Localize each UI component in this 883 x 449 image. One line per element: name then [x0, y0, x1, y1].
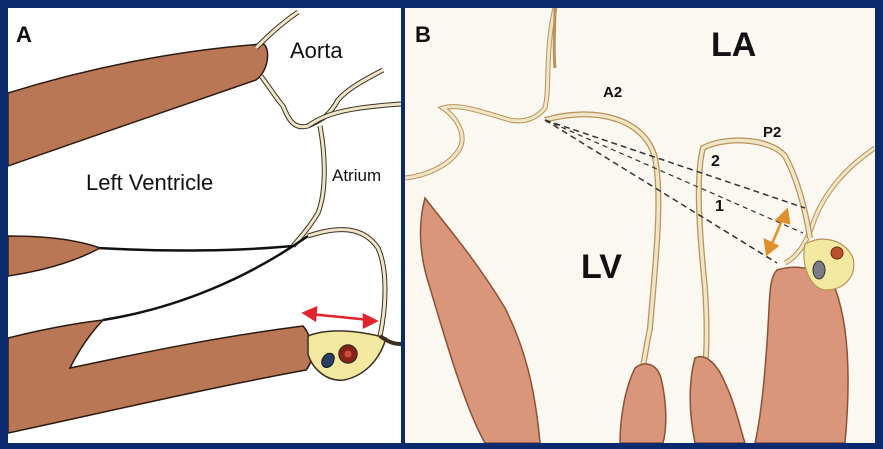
lv-label: LV — [581, 248, 622, 287]
annulus-dilation-arrow — [304, 308, 376, 327]
lower-myocardium — [8, 320, 312, 433]
line-1-label: 1 — [715, 198, 724, 216]
aortic-root — [308, 104, 401, 126]
panel-b: B LA A2 P2 LV 1 2 — [405, 8, 875, 443]
panel-a-letter: A — [16, 22, 32, 48]
p2-label: P2 — [763, 124, 781, 141]
septal-myocardium — [420, 198, 540, 443]
upper-myocardium — [8, 44, 268, 166]
chordae-1 — [98, 246, 293, 250]
line-2-label: 2 — [711, 153, 720, 171]
aorta-label: Aorta — [290, 38, 343, 64]
a2-label: A2 — [603, 84, 622, 101]
annular-arrow-b — [765, 210, 789, 254]
coronary-sinus-b — [813, 261, 825, 279]
atrium-label: Atrium — [332, 166, 381, 186]
anterior-leaflet-a2 — [545, 114, 658, 378]
mid-papillary-muscle — [8, 236, 100, 276]
panel-a-illustration — [8, 8, 401, 443]
panel-a: A Aorta Left Ventricle Atrium — [8, 8, 401, 443]
panel-b-letter: B — [415, 22, 431, 48]
left-ventricle-label: Left Ventricle — [86, 170, 213, 196]
la-label: LA — [711, 26, 756, 65]
papillary-muscle-1 — [620, 364, 666, 443]
coronary-artery-b — [831, 247, 843, 259]
posterior-myocardium — [755, 267, 848, 443]
panel-b-illustration — [405, 8, 875, 443]
papillary-muscle-2 — [690, 357, 745, 443]
